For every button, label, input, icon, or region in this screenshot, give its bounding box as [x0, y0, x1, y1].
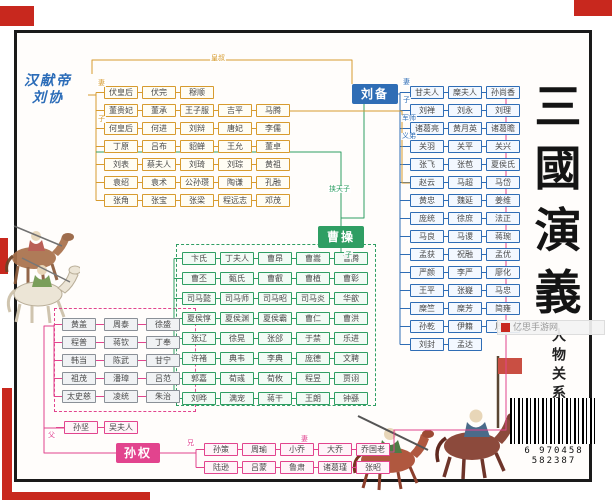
barcode-number: 6 970458 582387 [524, 446, 584, 466]
poster-title-char-4: 義 [534, 266, 582, 321]
emperor-name: 刘协 [32, 88, 64, 105]
watermark-text: 亿思手游网 [513, 322, 559, 332]
print-artifact [2, 492, 150, 500]
watermark-logo-icon [501, 323, 510, 332]
horse-riders-illustration-left [5, 225, 80, 324]
barcode-stripes [510, 398, 598, 444]
poster-title-char-3: 演 [534, 204, 582, 259]
print-artifact [574, 0, 612, 16]
emperor-title: 汉献帝 [24, 72, 72, 88]
print-artifact [0, 6, 34, 26]
emperor-header: 汉献帝 刘协 [24, 72, 72, 106]
print-artifact [0, 238, 8, 274]
print-artifact [2, 388, 12, 498]
poster-title-char-1: 三 [534, 80, 582, 135]
watermark: 亿思手游网 [497, 320, 605, 335]
barcode-block: 6 970458 582387 [508, 398, 600, 466]
poster-title-char-2: 國 [534, 142, 582, 197]
